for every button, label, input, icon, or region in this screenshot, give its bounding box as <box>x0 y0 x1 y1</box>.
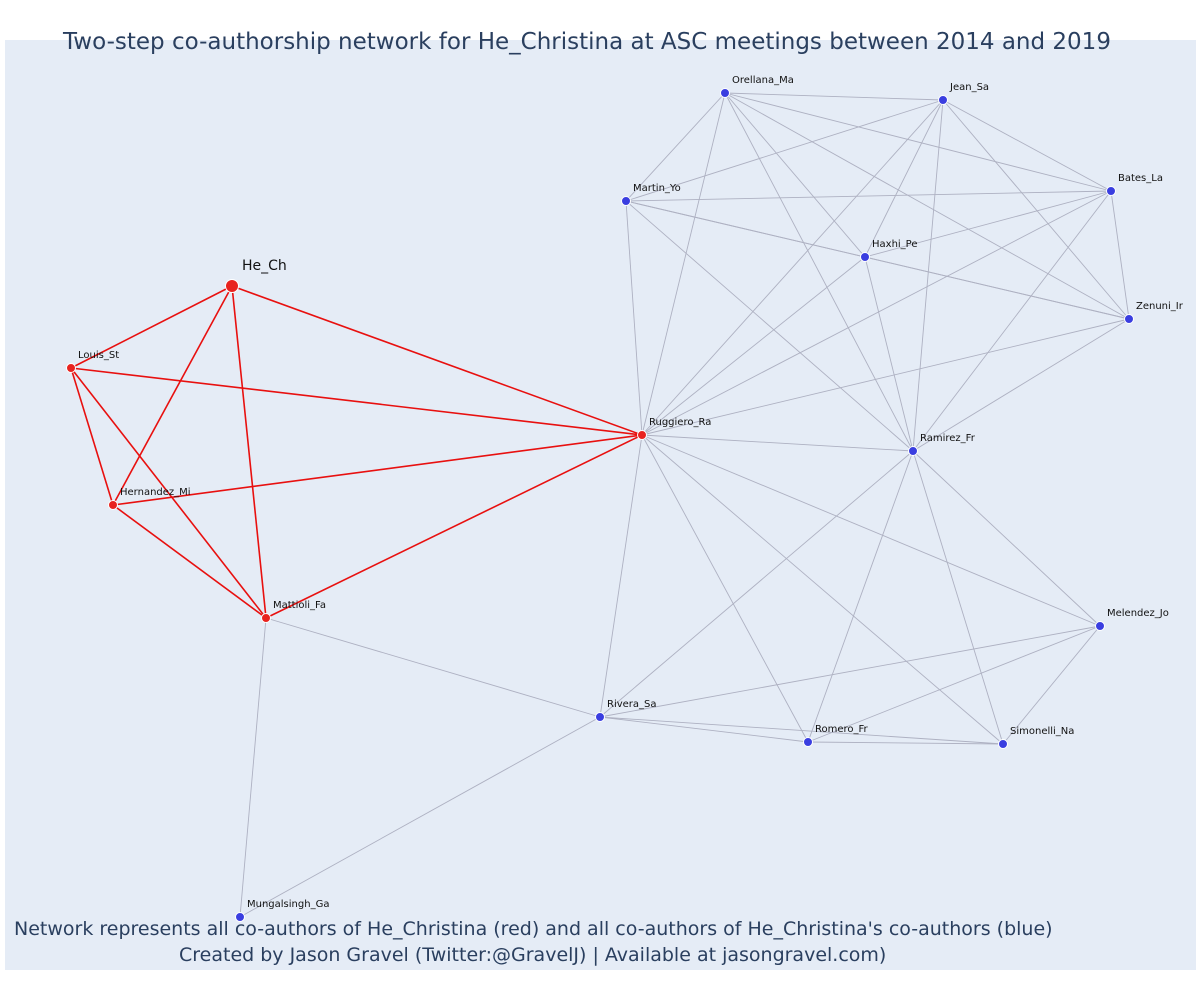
edge-Zenuni_Ir-Ramirez_Fr <box>912 318 1130 452</box>
node-Louis_St[interactable] <box>66 363 76 373</box>
edge-Ruggiero_Ra-Ramirez_Fr <box>641 434 914 452</box>
node-label-Rivera_Sa: Rivera_Sa <box>607 699 657 710</box>
node-label-Orellana_Ma: Orellana_Ma <box>732 75 794 86</box>
node-Martin_Yo[interactable] <box>621 196 631 206</box>
edge-Ramirez_Fr-Melendez_Jo <box>912 450 1101 627</box>
edge-Bates_La-Ramirez_Fr <box>912 190 1112 452</box>
edge-Melendez_Jo-Romero_Fr <box>807 625 1101 743</box>
edge-Romero_Fr-Simonelli_Na <box>807 741 1004 745</box>
node-label-Hernandez_Mi: Hernandez_Mi <box>120 487 191 498</box>
node-label-Haxhi_Pe: Haxhi_Pe <box>872 239 918 250</box>
node-Romero_Fr[interactable] <box>803 737 813 747</box>
network-description-note: Network represents all co-authors of He_… <box>14 918 1053 940</box>
edge-Haxhi_Pe-Ramirez_Fr <box>864 256 914 452</box>
node-Orellana_Ma[interactable] <box>720 88 730 98</box>
edge-Louis_St-Ruggiero_Ra <box>70 367 643 436</box>
node-label-Simonelli_Na: Simonelli_Na <box>1010 726 1074 737</box>
node-Haxhi_Pe[interactable] <box>860 252 870 262</box>
edge-He_Ch-Louis_St <box>70 285 233 369</box>
edge-Ruggiero_Ra-Martin_Yo <box>625 200 643 436</box>
node-label-Martin_Yo: Martin_Yo <box>633 183 681 194</box>
node-label-Zenuni_Ir: Zenuni_Ir <box>1136 301 1184 312</box>
edge-Mattioli_Fa-Ruggiero_Ra <box>265 434 643 619</box>
edge-Haxhi_Pe-Zenuni_Ir <box>864 256 1130 320</box>
edge-Bates_La-Zenuni_Ir <box>1110 190 1130 320</box>
node-label-Mattioli_Fa: Mattioli_Fa <box>273 600 326 611</box>
edge-Ramirez_Fr-Simonelli_Na <box>912 450 1004 745</box>
edge-Orellana_Ma-Ramirez_Fr <box>724 92 914 452</box>
edge-Jean_Sa-Bates_La <box>942 99 1112 192</box>
edge-Melendez_Jo-Simonelli_Na <box>1002 625 1101 745</box>
node-label-Melendez_Jo: Melendez_Jo <box>1107 608 1169 619</box>
node-label-Ruggiero_Ra: Ruggiero_Ra <box>649 417 711 428</box>
edge-He_Ch-Ruggiero_Ra <box>231 285 643 436</box>
node-Rivera_Sa[interactable] <box>595 712 605 722</box>
edge-Ramirez_Fr-Rivera_Sa <box>599 450 914 718</box>
node-Ruggiero_Ra[interactable] <box>637 430 647 440</box>
edge-Martin_Yo-Ramirez_Fr <box>625 200 914 452</box>
edge-Orellana_Ma-Bates_La <box>724 92 1112 192</box>
node-label-Romero_Fr: Romero_Fr <box>815 724 869 735</box>
node-Melendez_Jo[interactable] <box>1095 621 1105 631</box>
edge-Ruggiero_Ra-Haxhi_Pe <box>641 256 866 436</box>
node-Zenuni_Ir[interactable] <box>1124 314 1134 324</box>
edge-Jean_Sa-Haxhi_Pe <box>864 99 944 258</box>
edge-Jean_Sa-Ramirez_Fr <box>912 99 944 452</box>
node-label-Louis_St: Louis_St <box>78 350 119 361</box>
node-label-Ramirez_Fr: Ramirez_Fr <box>920 433 976 444</box>
edge-Orellana_Ma-Zenuni_Ir <box>724 92 1130 320</box>
plot-area <box>5 40 1196 970</box>
edge-Jean_Sa-Martin_Yo <box>625 99 944 202</box>
node-label-He_Ch: He_Ch <box>242 258 287 274</box>
edge-He_Ch-Mattioli_Fa <box>231 285 267 619</box>
edge-Ruggiero_Ra-Zenuni_Ir <box>641 318 1130 436</box>
node-Jean_Sa[interactable] <box>938 95 948 105</box>
edge-Hernandez_Mi-Ruggiero_Ra <box>112 434 643 506</box>
node-Bates_La[interactable] <box>1106 186 1116 196</box>
red-edges-layer <box>70 285 643 619</box>
grey-edges-layer <box>239 92 1130 918</box>
node-label-Mungalsingh_Ga: Mungalsingh_Ga <box>247 899 329 910</box>
edge-Rivera_Sa-Mungalsingh_Ga <box>239 716 601 918</box>
edge-Bates_La-Haxhi_Pe <box>864 190 1112 258</box>
edge-Louis_St-Hernandez_Mi <box>70 367 114 506</box>
edge-Hernandez_Mi-Mattioli_Fa <box>112 504 267 619</box>
edge-Ruggiero_Ra-Romero_Fr <box>641 434 809 743</box>
edge-Ramirez_Fr-Romero_Fr <box>807 450 914 743</box>
edge-Ruggiero_Ra-Bates_La <box>641 190 1112 436</box>
node-Mattioli_Fa[interactable] <box>261 613 271 623</box>
edge-Bates_La-Martin_Yo <box>625 190 1112 202</box>
edge-Ruggiero_Ra-Melendez_Jo <box>641 434 1101 627</box>
edge-Melendez_Jo-Rivera_Sa <box>599 625 1101 718</box>
edge-He_Ch-Hernandez_Mi <box>112 285 233 506</box>
edge-Orellana_Ma-Haxhi_Pe <box>724 92 866 258</box>
edge-Orellana_Ma-Jean_Sa <box>724 92 944 101</box>
edge-Orellana_Ma-Martin_Yo <box>625 92 726 202</box>
edge-Ruggiero_Ra-Simonelli_Na <box>641 434 1004 745</box>
edge-Ruggiero_Ra-Orellana_Ma <box>641 92 726 436</box>
node-Ramirez_Fr[interactable] <box>908 446 918 456</box>
edge-Mattioli_Fa-Rivera_Sa <box>265 617 601 718</box>
node-Hernandez_Mi[interactable] <box>108 500 118 510</box>
edge-Rivera_Sa-Romero_Fr <box>599 716 809 743</box>
edge-Louis_St-Mattioli_Fa <box>70 367 267 619</box>
node-He_Ch[interactable] <box>225 279 239 293</box>
edge-Rivera_Sa-Simonelli_Na <box>599 716 1004 745</box>
node-label-Jean_Sa: Jean_Sa <box>949 82 989 93</box>
edge-Jean_Sa-Zenuni_Ir <box>942 99 1130 320</box>
edge-Ruggiero_Ra-Jean_Sa <box>641 99 944 436</box>
node-label-Bates_La: Bates_La <box>1118 173 1163 184</box>
edge-Ruggiero_Ra-Rivera_Sa <box>599 434 643 718</box>
edge-Mattioli_Fa-Mungalsingh_Ga <box>239 617 267 918</box>
credit-note: Created by Jason Gravel (Twitter:@Gravel… <box>179 944 887 966</box>
node-Simonelli_Na[interactable] <box>998 739 1008 749</box>
chart-title: Two-step co-authorship network for He_Ch… <box>63 29 1111 55</box>
nodes-layer <box>66 88 1134 922</box>
node-Mungalsingh_Ga[interactable] <box>235 912 245 922</box>
